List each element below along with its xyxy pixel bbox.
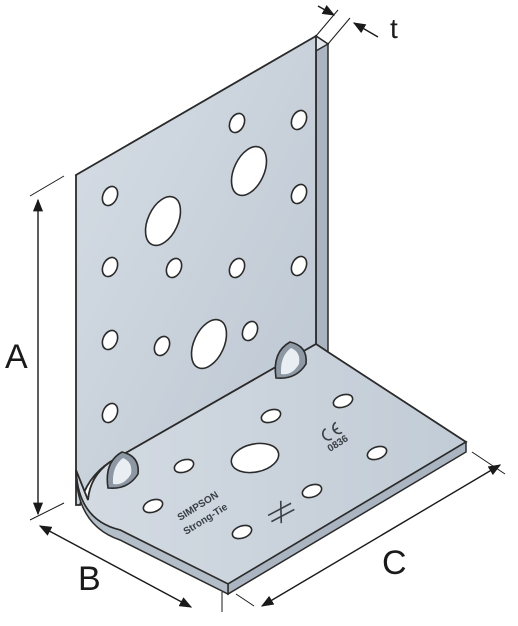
hole xyxy=(101,185,119,207)
hole-large xyxy=(230,145,268,197)
hole xyxy=(366,445,388,461)
hole xyxy=(332,393,354,409)
hole xyxy=(101,329,119,351)
hole xyxy=(231,524,253,540)
hole xyxy=(290,109,308,131)
hole xyxy=(290,183,308,205)
dimension-c-label: C xyxy=(382,544,407,582)
hole xyxy=(228,112,246,134)
vertical-leg-holes xyxy=(101,109,308,424)
ce-mark xyxy=(322,421,343,441)
dimension-b: B xyxy=(38,525,223,612)
hole xyxy=(101,402,119,424)
dimension-t-label: t xyxy=(390,13,398,44)
hole-large xyxy=(190,318,228,370)
dimension-a: A xyxy=(5,175,65,521)
hole xyxy=(165,257,183,279)
hole xyxy=(142,498,164,514)
hole xyxy=(228,257,246,279)
dimension-t: t xyxy=(315,5,398,45)
hole xyxy=(153,335,171,357)
dimension-a-label: A xyxy=(5,338,28,376)
hole xyxy=(173,458,195,474)
hole xyxy=(241,320,259,342)
hole xyxy=(260,408,282,424)
stiffener-ribs xyxy=(106,341,307,490)
dimension-c: C xyxy=(235,451,506,607)
hole xyxy=(290,255,308,277)
hole-large xyxy=(144,195,182,247)
dimension-b-label: B xyxy=(78,560,101,598)
hole xyxy=(101,256,119,278)
